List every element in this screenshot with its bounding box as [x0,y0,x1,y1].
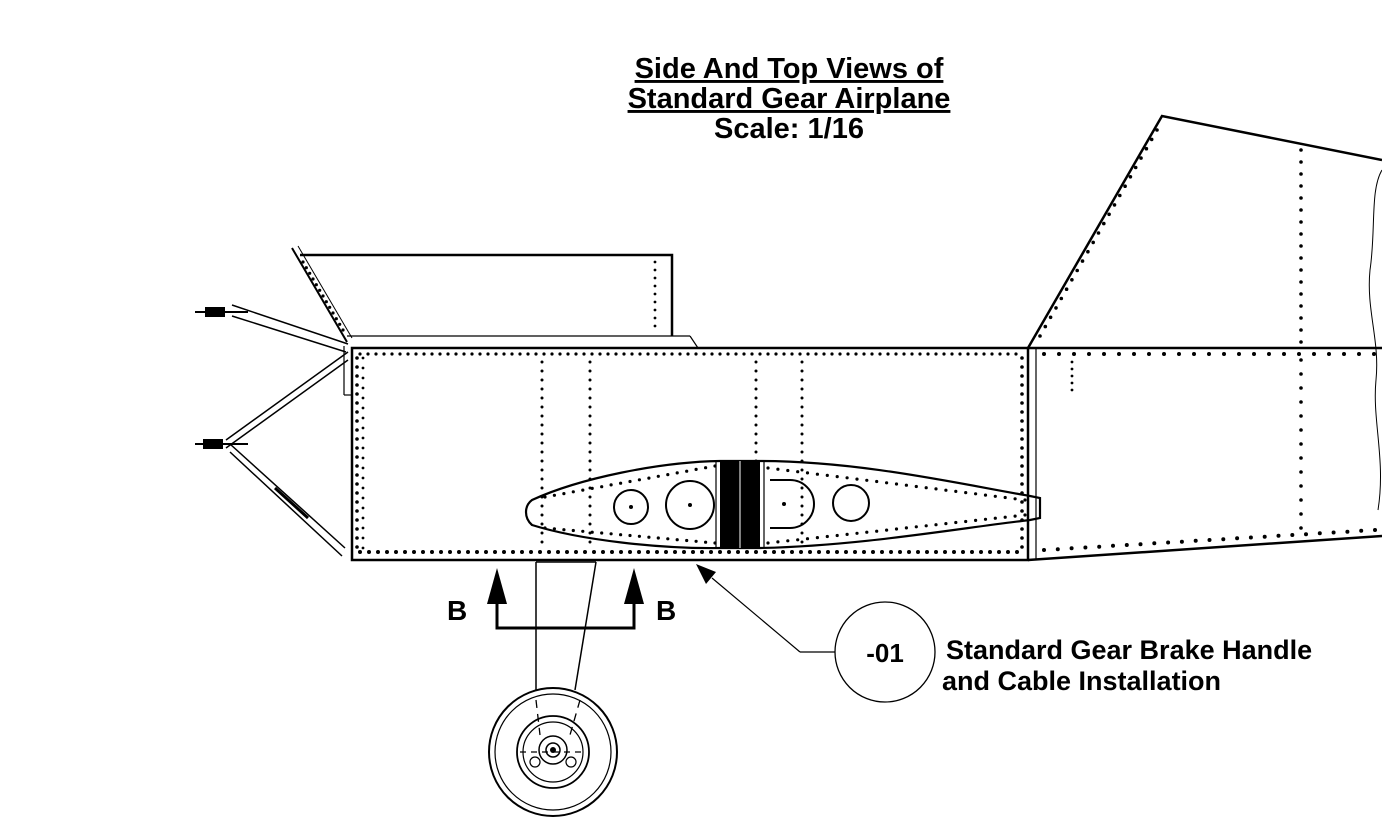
fuselage-side [343,335,1037,562]
wing-root [524,459,1042,550]
title-line-3: Scale: 1/16 [714,113,864,145]
callout-number: -01 [866,638,904,668]
landing-gear [535,561,597,736]
title-line-2: Standard Gear Airplane [628,83,951,115]
callout-01: -01 Standard Gear Brake Handle and Cable… [696,564,1312,703]
wheel [488,687,618,817]
canopy [291,245,674,343]
section-label-right: B [656,595,676,626]
engine-mount [195,304,349,557]
rear-fuselage [1027,346,1382,562]
title-block: Side And Top Views of Standard Gear Airp… [628,53,951,145]
title-line-1: Side And Top Views of [635,53,944,85]
vertical-stabilizer [1026,114,1382,511]
section-label-left: B [447,595,467,626]
callout-text-line-1: Standard Gear Brake Handle [946,635,1312,665]
section-b-marker: B B [447,568,676,630]
callout-text-line-2: and Cable Installation [942,666,1221,696]
